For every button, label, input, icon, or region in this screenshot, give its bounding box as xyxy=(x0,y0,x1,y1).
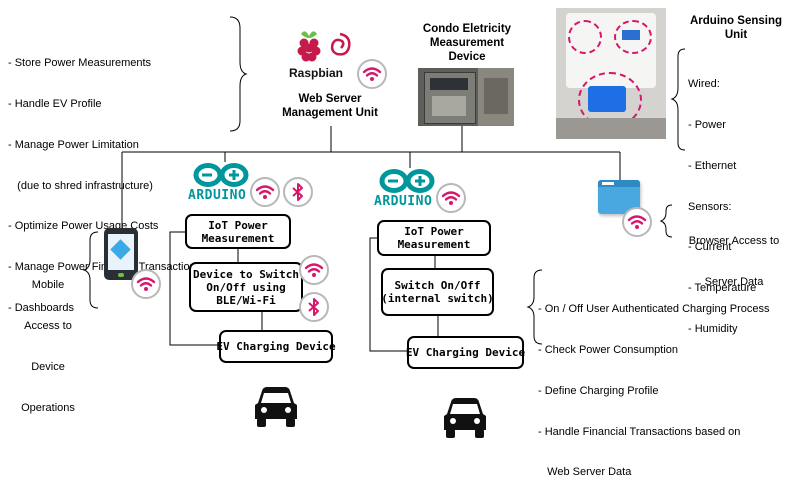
mobile-label-line: Operations xyxy=(21,401,75,414)
process-item: - On / Off User Authenticated Charging P… xyxy=(538,303,770,316)
bluetooth-icon xyxy=(292,183,303,201)
server-feature-item: - Manage Power Limitation xyxy=(8,138,139,151)
phone-icon xyxy=(104,228,138,280)
bluetooth-icon xyxy=(308,298,319,316)
server-wifi-badge xyxy=(357,59,387,89)
sensing-detail-item: Wired: xyxy=(688,78,720,91)
mobile-label: Mobile Access to Device Operations xyxy=(18,252,78,429)
wifi-icon xyxy=(441,191,461,205)
left-ev-charging-box: EV Charging Device xyxy=(216,330,336,363)
arduino-icon xyxy=(379,169,435,193)
wifi-icon xyxy=(362,67,382,81)
swirl-icon xyxy=(330,32,351,56)
process-item: - Handle Financial Transactions based on xyxy=(538,425,741,438)
sensing-title: Arduino Sensing Unit xyxy=(680,14,792,42)
sensing-detail-item: Sensors: xyxy=(688,200,732,213)
server-feature-list: - Store Power Measurements - Handle EV P… xyxy=(8,30,201,329)
server-feature-item: - Store Power Measurements xyxy=(8,57,152,70)
sensing-detail-item: - Power xyxy=(688,118,726,131)
sensing-detail-item: - Temperature xyxy=(688,282,757,295)
sensing-detail-item: - Ethernet xyxy=(688,159,737,172)
server-title-line: Web Server xyxy=(298,93,362,105)
right-arduino-logo: ARDUINO xyxy=(374,168,440,210)
process-item: - Check Power Consumption xyxy=(538,343,679,356)
mobile-label-line: Device xyxy=(31,360,65,373)
process-list: - On / Off User Authenticated Charging P… xyxy=(538,276,770,494)
meter-photo xyxy=(418,68,514,126)
left-arduino-logo: ARDUINO xyxy=(188,162,254,204)
right-ev-charging-box: EV Charging Device xyxy=(406,336,525,369)
sensing-details: Wired: - Power - Ethernet Sensors: - Cur… xyxy=(688,51,756,350)
sensing-detail-item: - Current xyxy=(688,241,732,254)
process-item: Web Server Data xyxy=(538,466,632,479)
mobile-label-line: Access to xyxy=(24,319,72,332)
process-item: - Define Charging Profile xyxy=(538,384,659,397)
mobile-label-line: Mobile xyxy=(31,279,65,292)
sensing-unit-photo xyxy=(556,8,666,139)
left-arduino-wifi-badge xyxy=(250,177,280,207)
car-icon xyxy=(255,387,297,427)
car-icon xyxy=(444,398,486,438)
left-iot-power-box: IoT Power Measurement xyxy=(185,214,291,249)
server-title: Web Server Management Unit xyxy=(250,92,410,120)
right-iot-power-box: IoT Power Measurement xyxy=(377,220,491,256)
browser-wifi-badge xyxy=(622,207,652,237)
wifi-icon xyxy=(304,263,324,277)
wifi-icon xyxy=(255,185,275,199)
raspbian-logo: Raspbian xyxy=(287,26,361,88)
arduino-icon xyxy=(193,163,249,187)
mobile-wifi-badge xyxy=(131,269,161,299)
left-switch-box: Device to Switch On/Off using BLE/Wi-Fi xyxy=(189,262,303,312)
sensing-title-line: Unit xyxy=(724,29,748,41)
browser-label-line: Server Data xyxy=(704,275,764,288)
wifi-icon xyxy=(136,277,156,291)
server-feature-item: - Dashboards xyxy=(8,301,75,314)
server-feature-item: - Handle EV Profile xyxy=(8,97,102,110)
browser-icon xyxy=(598,180,640,214)
browser-label: Browser Access to Server Data xyxy=(674,208,794,303)
left-arduino-text: ARDUINO xyxy=(188,188,247,203)
meter-title-line: Condo Eletricity xyxy=(422,23,512,35)
right-arduino-text: ARDUINO xyxy=(374,194,433,209)
right-arduino-wifi-badge xyxy=(436,183,466,213)
server-title-line: Management Unit xyxy=(282,107,378,119)
left-switch-wifi-badge xyxy=(299,255,329,285)
server-feature-item: (due to shred infrastructure) xyxy=(8,179,153,192)
raspbian-logo-text: Raspbian xyxy=(289,66,344,80)
meter-title-line: Device xyxy=(448,51,486,63)
server-feature-item: - Manage Power Financial Transactions xyxy=(8,261,202,274)
right-switch-box: Switch On/Off (internal switch) xyxy=(381,268,494,316)
meter-title: Condo Eletricity Measurement Device xyxy=(402,22,532,64)
meter-title-line: Measurement xyxy=(429,37,505,49)
connector-lines xyxy=(82,16,686,352)
wifi-icon xyxy=(627,215,647,229)
sensing-detail-item: - Humidity xyxy=(688,322,738,335)
left-switch-bluetooth-badge xyxy=(299,292,329,322)
raspberry-pi-icon xyxy=(297,31,321,62)
browser-label-line: Browser Access to xyxy=(688,235,780,248)
sensing-title-line: Arduino Sensing xyxy=(690,15,782,27)
left-arduino-bluetooth-badge xyxy=(283,177,313,207)
